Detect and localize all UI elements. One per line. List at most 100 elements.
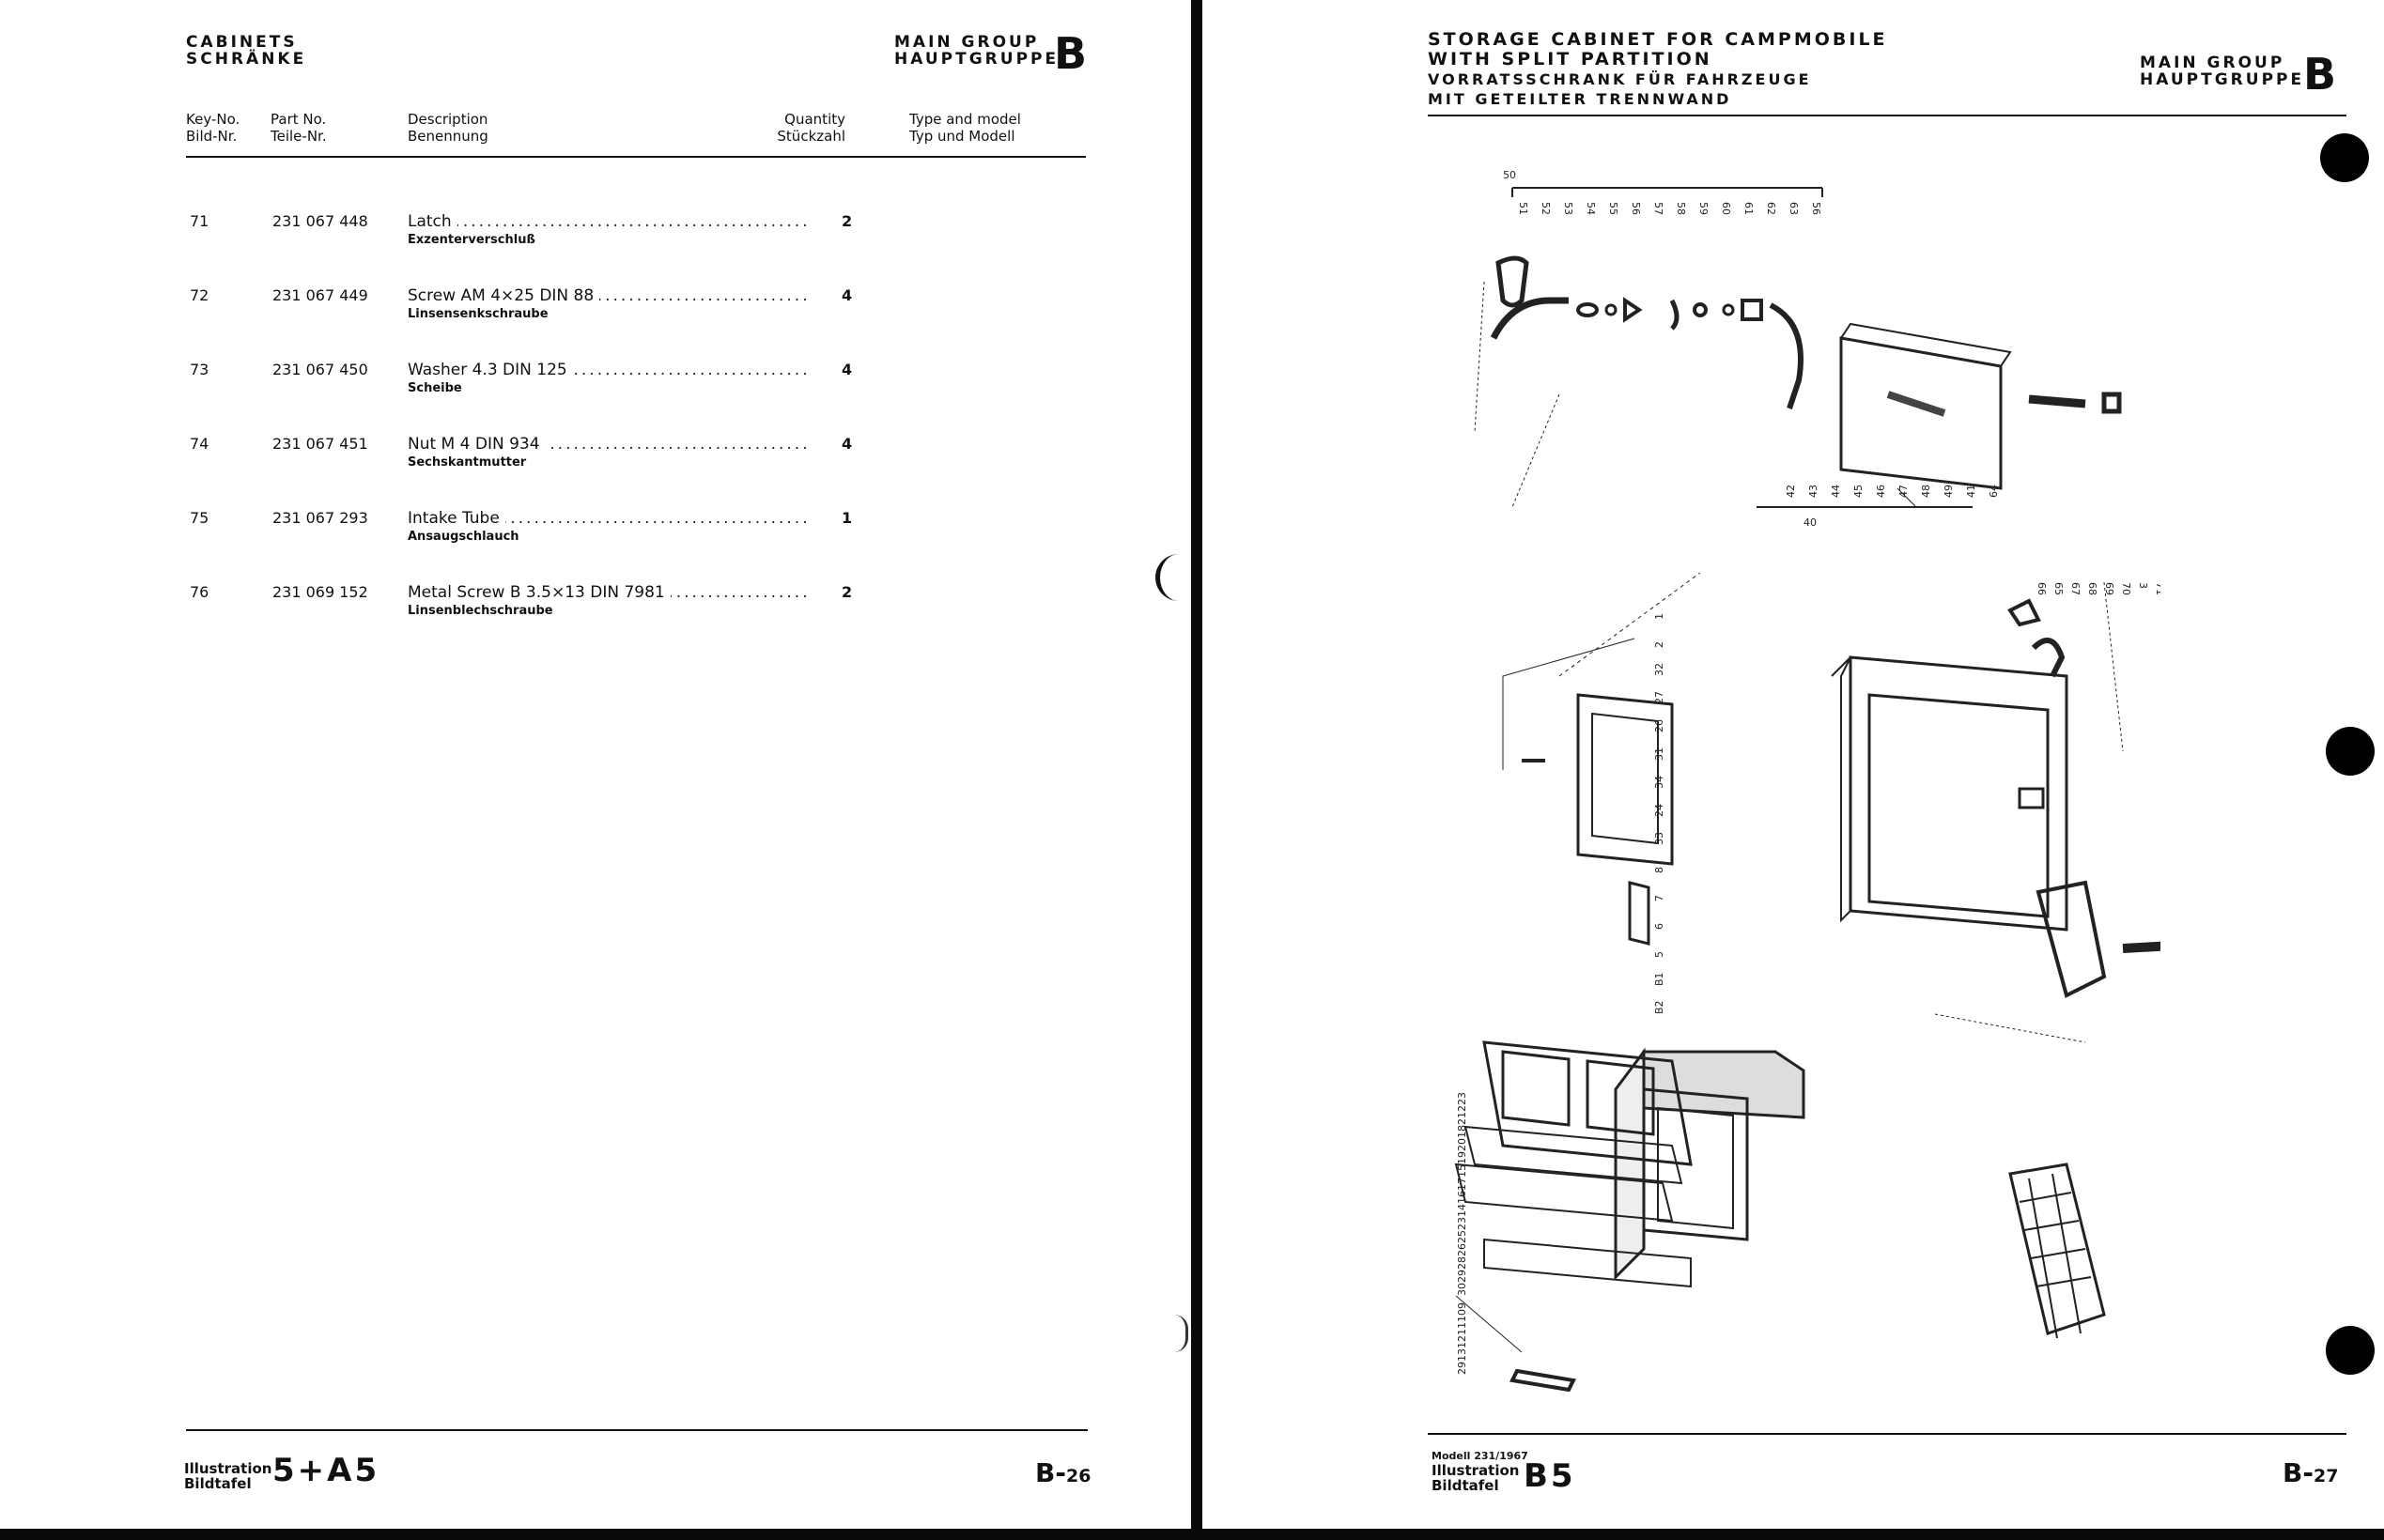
callout-number: 17 xyxy=(1456,1178,1468,1191)
page-prefix-right: B- xyxy=(2283,1457,2314,1488)
callout-number: 22 xyxy=(1456,1099,1468,1112)
page-num-value: 26 xyxy=(1065,1466,1091,1486)
page-number: B-26 xyxy=(1035,1457,1091,1488)
callout-number: 49 xyxy=(1943,485,1955,498)
callout-number: 15 xyxy=(1456,1164,1468,1178)
callout-number: 29 xyxy=(1456,1362,1468,1375)
illustration-en-right: Illustration xyxy=(1432,1462,1520,1479)
model-note: Modell 231/1967 xyxy=(1432,1450,1528,1462)
row-key-no: 71 xyxy=(190,212,209,230)
header-rule xyxy=(186,156,1086,158)
row-description-de: Scheibe xyxy=(408,381,462,395)
callout-number: 60 xyxy=(1720,202,1732,215)
row-key-no: 75 xyxy=(190,509,209,527)
callout-number: 21 xyxy=(1456,1112,1468,1125)
row-description: Washer 4.3 DIN 125 xyxy=(408,361,573,379)
callout-number: 59 xyxy=(1697,202,1710,215)
binding-clip-mark xyxy=(1155,554,1188,601)
callout-number: 26 xyxy=(1456,1243,1468,1256)
callout-number: 27 xyxy=(1653,691,1665,704)
callout-number: 63 xyxy=(1788,202,1800,215)
row-key-no: 74 xyxy=(190,435,209,453)
col-part-de: Teile-Nr. xyxy=(271,128,327,145)
callout-number: 25 xyxy=(1456,1230,1468,1243)
page-num-value-right: 27 xyxy=(2313,1466,2339,1486)
callout-number: 8 xyxy=(1653,867,1665,873)
section-title: CABINETS SCHRÄNKE xyxy=(186,34,306,68)
callout-number: 66 xyxy=(2036,582,2048,595)
row-part-no: 231 067 449 xyxy=(272,286,368,304)
callout-number: 33 xyxy=(1653,832,1665,845)
col-part-no: Part No. Teile-Nr. xyxy=(271,111,327,145)
row-quantity: 1 xyxy=(842,509,853,527)
col-desc-en: Description xyxy=(408,111,488,128)
illustration-label: Illustration Bildtafel xyxy=(184,1461,271,1491)
callout-number: 41 xyxy=(1965,485,1977,498)
row-description: Intake Tube xyxy=(408,509,505,528)
header-rule-right xyxy=(1428,115,2346,116)
col-key-en: Key-No. xyxy=(186,111,240,128)
diagram-linework xyxy=(1454,187,2160,1393)
callout-number: 30 xyxy=(1456,1283,1468,1296)
callout-number: 2 xyxy=(1653,641,1665,648)
callout-number: 71 xyxy=(2154,582,2160,595)
col-type-de: Typ und Modell xyxy=(909,128,1015,145)
main-group-de: HAUPTGRUPPE xyxy=(894,50,1060,69)
callout-number: 46 xyxy=(1875,485,1887,498)
callout-number: 61 xyxy=(1742,202,1755,215)
row-description: Metal Screw B 3.5×13 DIN 7981 xyxy=(408,583,671,602)
illustration-de: Bildtafel xyxy=(184,1475,252,1492)
callout-number: 23 xyxy=(1456,1217,1468,1230)
col-type-model: Type and model Typ und Modell xyxy=(909,111,1021,145)
footer-rule-right xyxy=(1428,1433,2346,1435)
col-desc-de: Benennung xyxy=(408,128,488,145)
main-group-en-right: MAIN GROUP xyxy=(2140,54,2285,72)
callout-number: 28 xyxy=(1456,1256,1468,1270)
callout-number: 65 xyxy=(2052,582,2065,595)
callout-number: 13 xyxy=(1456,1348,1468,1362)
callout-group-40: 40 xyxy=(1803,516,1817,529)
group-letter-right: B xyxy=(2303,49,2337,100)
footer-rule xyxy=(186,1429,1088,1431)
callout-number: 16 xyxy=(1456,1191,1468,1204)
row-quantity: 4 xyxy=(842,361,853,378)
callout-number: 58 xyxy=(1675,202,1687,215)
callout-number: 26 xyxy=(1653,719,1665,732)
callout-number: 11 xyxy=(1456,1322,1468,1335)
row-quantity: 2 xyxy=(842,212,853,230)
callout-top-row: 50 xyxy=(1503,169,1516,181)
callout-number: 6 xyxy=(1653,923,1665,930)
illustration-en: Illustration xyxy=(184,1460,272,1477)
section-title-de: SCHRÄNKE xyxy=(186,50,307,69)
col-part-en: Part No. xyxy=(271,111,327,128)
callout-number: 43 xyxy=(1807,485,1819,498)
row-description-de: Linsenblechschraube xyxy=(408,604,553,618)
row-dots-leader: ........................................… xyxy=(408,212,812,231)
illustration-ref: 5+A5 xyxy=(272,1452,380,1489)
row-key-no: 76 xyxy=(190,583,209,601)
row-description: Latch xyxy=(408,212,457,231)
callout-number: 68 xyxy=(2086,582,2098,595)
callout-number: 32 xyxy=(1653,663,1665,676)
callout-number: 52 xyxy=(1540,202,1552,215)
title-line-3: VORRATSSCHRANK FÜR FAHRZEUGE xyxy=(1428,70,1812,88)
callout-number: 20 xyxy=(1456,1138,1468,1151)
callout-number: 3 xyxy=(2137,582,2149,589)
col-key-no: Key-No. Bild-Nr. xyxy=(186,111,240,145)
col-qty-de: Stückzahl xyxy=(777,128,845,145)
title-line-1: STORAGE CABINET FOR CAMPMOBILE xyxy=(1428,29,1888,50)
callout-number: 24 xyxy=(1653,804,1665,817)
callout-number: 12 xyxy=(1456,1335,1468,1348)
callout-number: 14 xyxy=(1456,1204,1468,1217)
callout-number: 29 xyxy=(1456,1270,1468,1283)
callout-number: 48 xyxy=(1920,485,1932,498)
row-part-no: 231 067 450 xyxy=(272,361,368,378)
main-group-label-right: MAIN GROUP HAUPTGRUPPE xyxy=(2140,54,2304,88)
col-qty-en: Quantity xyxy=(784,111,845,128)
callout-number: 31 xyxy=(1653,747,1665,761)
row-quantity: 4 xyxy=(842,286,853,304)
col-type-en: Type and model xyxy=(909,111,1021,128)
page-spine xyxy=(1191,0,1202,1540)
col-key-de: Bild-Nr. xyxy=(186,128,238,145)
